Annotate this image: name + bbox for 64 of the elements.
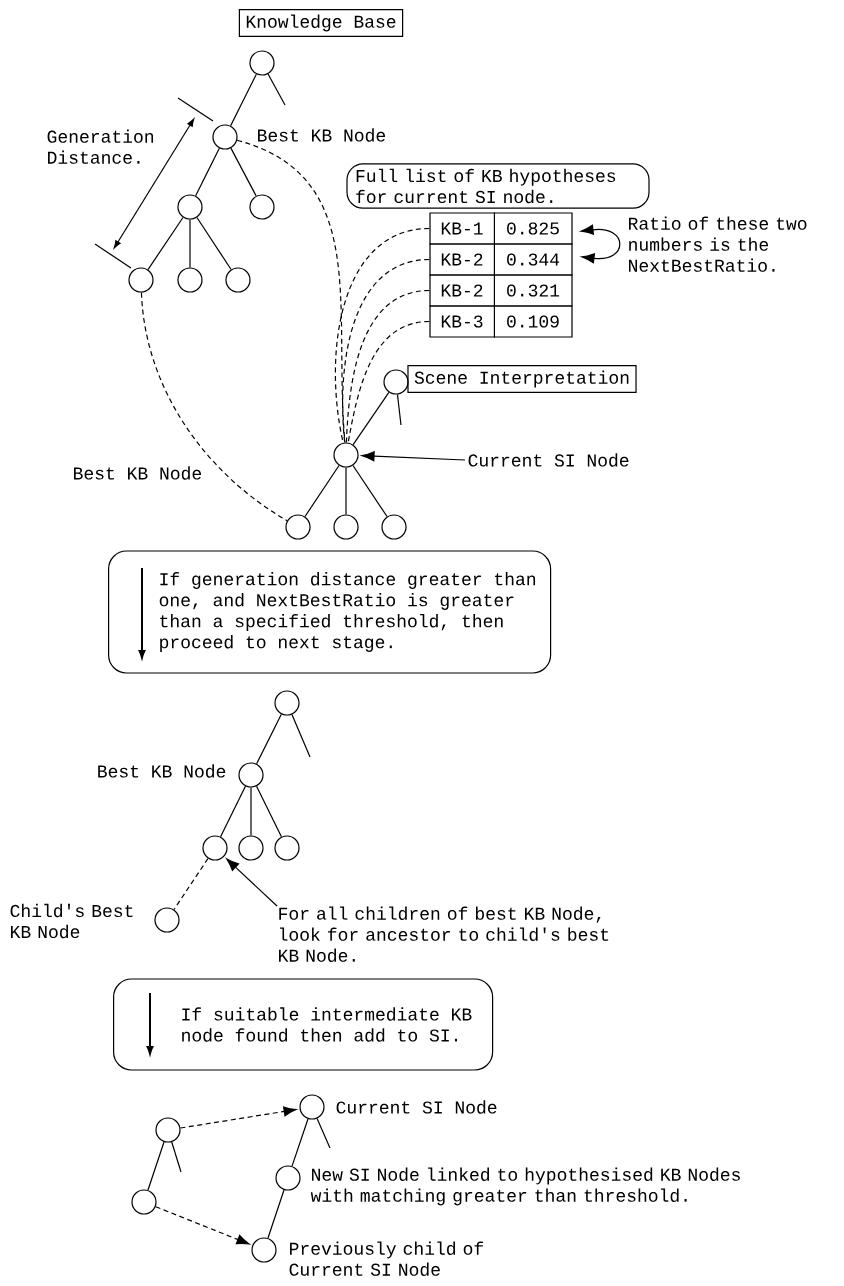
connector-line (342, 258, 430, 444)
connector-line (236, 139, 346, 444)
table-row: KB-2 0.344 (429, 242, 573, 277)
tree-node (381, 514, 407, 540)
tree-node (225, 267, 251, 293)
connector-line (189, 219, 191, 268)
tree-node (249, 50, 275, 76)
connector-line (267, 1189, 285, 1239)
connector-line (256, 713, 282, 765)
callout-box: Full list of KB hypotheses for current SI node. (346, 163, 650, 209)
connector-line (147, 1141, 165, 1191)
tree-node (131, 1189, 157, 1215)
tree-node (249, 194, 275, 220)
node-label: New SI Node linked to hypothesised KB Nodes with matching greater than threshold. (310, 1167, 740, 1206)
annotation-text: Generation Distance. (47, 129, 153, 164)
connector-line (291, 1118, 309, 1167)
tree-node (128, 267, 154, 293)
connector-line (352, 391, 390, 446)
connector-line (334, 227, 430, 444)
connector-line (230, 73, 257, 127)
table-row: KB-3 0.109 (429, 304, 573, 339)
annotation-text: Ratio of these two numbers is the NextBestRatio. (629, 216, 807, 272)
arrow (361, 451, 466, 462)
node-label: Current SI Node (468, 453, 629, 467)
node-label: Child's Best KB Node (10, 903, 133, 939)
node-label: Current SI Node (336, 1100, 497, 1114)
connector-line (196, 216, 232, 271)
arrow (580, 224, 621, 264)
tree-node (383, 369, 409, 395)
connector-line (219, 785, 247, 838)
node-label: Previously child of Current SI Node (289, 1241, 484, 1276)
connector-line (195, 147, 220, 197)
connector-line (255, 785, 283, 838)
connector-line (352, 464, 388, 518)
tree-node (333, 442, 359, 468)
connector-line (140, 292, 288, 522)
tree-node (274, 690, 300, 716)
title-box: Scene Interpretation (407, 365, 637, 393)
connector-line (230, 147, 257, 197)
arrow (226, 858, 278, 907)
connector-line (345, 467, 347, 515)
connector-line (304, 464, 340, 518)
tree-node (202, 835, 228, 861)
title-box: Knowledge Base (238, 9, 404, 37)
connector-line (345, 289, 430, 444)
connector-line (347, 320, 430, 444)
tree-node (238, 835, 264, 861)
table-row: KB-1 0.825 (429, 211, 573, 246)
connector-line (147, 216, 184, 271)
tree-node (155, 1117, 181, 1143)
arrow (179, 1106, 297, 1129)
node-label: Best KB Node (258, 128, 385, 142)
table-row: KB-2 0.321 (429, 273, 573, 308)
tree-node (285, 514, 311, 540)
tree-node (177, 194, 203, 220)
annotation-text: For all children of best KB Node, look for ancestor to child's best KB Node. (279, 906, 609, 962)
tree-node (333, 514, 359, 540)
connector-line (173, 857, 209, 911)
connector-line (250, 787, 252, 836)
annotation-text: Best KB Node (74, 466, 201, 480)
node-label: Best KB Node (98, 764, 226, 778)
tree-node (177, 267, 203, 293)
arrow (155, 1206, 250, 1245)
tree-node (274, 835, 300, 861)
